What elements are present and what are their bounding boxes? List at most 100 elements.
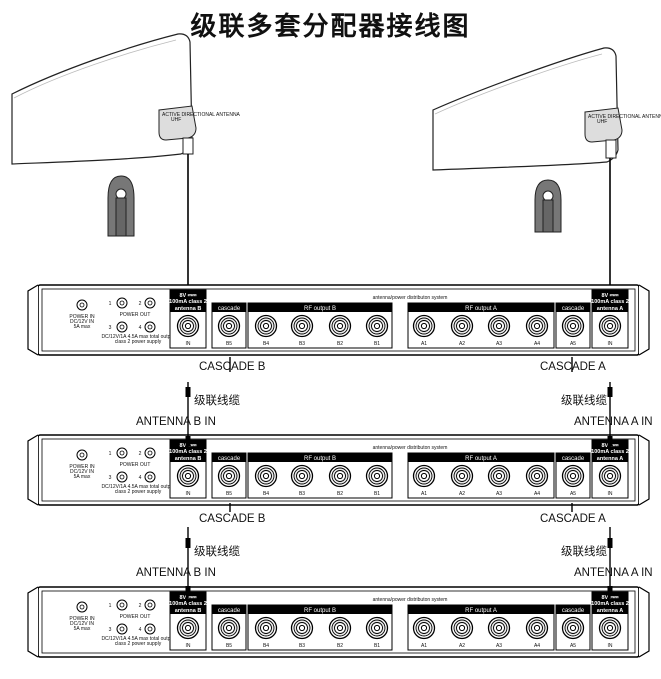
power-in-max: 5A max: [74, 626, 91, 632]
port-b1-label: B1: [374, 491, 380, 497]
port-a2-label: A2: [459, 491, 465, 497]
port-b2[interactable]: B2: [328, 464, 352, 498]
power-note-line2: class 2 power supply: [115, 489, 162, 495]
antenna-a-current: 100mA class 2: [591, 601, 629, 607]
power-in-max: 5A max: [74, 324, 91, 330]
antenna-a-title: antenna A: [597, 306, 623, 312]
power-out-label: POWER OUT: [120, 462, 151, 468]
port-a3[interactable]: A3: [487, 314, 511, 348]
port-a4[interactable]: A4: [525, 616, 549, 650]
antenna-b-current: 100mA class 2: [169, 601, 207, 607]
port-b1-label: B1: [374, 341, 380, 347]
power-port-3: 3: [109, 475, 112, 481]
power-port-4: 4: [139, 325, 142, 331]
port-b4-label: B4: [263, 491, 269, 497]
port-b4[interactable]: B4: [254, 616, 278, 650]
power-port-1: 1: [109, 301, 112, 307]
cascade-a-header: cascade: [562, 306, 585, 312]
cascade-a-label-1: CASCADE A: [540, 361, 606, 373]
cascade-b-cable-2: [185, 503, 231, 598]
cascade-b-header: cascade: [218, 306, 241, 312]
port-b1[interactable]: B1: [365, 464, 389, 498]
antenna-b-title: antenna B: [175, 456, 202, 462]
port-a4[interactable]: A4: [525, 464, 549, 498]
power-port-2: 2: [139, 603, 142, 609]
power-in-max: 5A max: [74, 474, 91, 480]
antenna-b-title: antenna B: [175, 306, 202, 312]
port-b4[interactable]: B4: [254, 464, 278, 498]
antenna-a-panel: ACTIVE DIRECTIONAL ANTENNA UHF: [432, 47, 661, 233]
power-in-label: POWER IN: [69, 314, 95, 320]
port-a2[interactable]: A2: [450, 616, 474, 650]
port-b1[interactable]: B1: [365, 314, 389, 348]
port-a1-label: A1: [421, 491, 427, 497]
port-a3-label: A3: [496, 341, 502, 347]
power-in-label: POWER IN: [69, 464, 95, 470]
cable-label-b-2: 级联线缆: [194, 544, 240, 558]
port-a1[interactable]: A1: [412, 314, 436, 348]
antenna-a-current: 100mA class 2: [591, 299, 629, 305]
rf-output-a-header: RF output A: [465, 306, 497, 312]
power-note-line1: DC/12V/1A 4.5A max total output: [101, 636, 175, 642]
port-a3[interactable]: A3: [487, 464, 511, 498]
power-out-label: POWER OUT: [120, 614, 151, 620]
antenna-a-in-port: IN: [608, 491, 613, 497]
port-b4[interactable]: B4: [254, 314, 278, 348]
cascade-b-header: cascade: [218, 456, 241, 462]
system-title: antenna/power distributon system: [373, 445, 448, 451]
rf-output-b-header: RF output B: [304, 456, 336, 462]
port-a1[interactable]: A1: [412, 464, 436, 498]
port-b3[interactable]: B3: [290, 314, 314, 348]
cascade-a-header: cascade: [562, 608, 585, 614]
port-b3[interactable]: B3: [290, 464, 314, 498]
port-a1[interactable]: A1: [412, 616, 436, 650]
port-a1-label: A1: [421, 643, 427, 649]
port-a2[interactable]: A2: [450, 464, 474, 498]
antenna-b-in-port: IN: [186, 491, 191, 497]
power-port-1: 1: [109, 603, 112, 609]
power-port-3: 3: [109, 325, 112, 331]
cable-label-a-1: 级联线缆: [561, 393, 607, 407]
port-b2-label: B2: [337, 643, 343, 649]
antenna-a-label-line1: ACTIVE DIRECTIONAL ANTENNA: [588, 114, 661, 120]
power-port-4: 4: [139, 627, 142, 633]
antenna-b-title: antenna B: [175, 608, 202, 614]
antenna-a-label-line2: UHF: [597, 119, 607, 125]
antenna-a-title: antenna A: [597, 456, 623, 462]
port-a3-label: A3: [496, 643, 502, 649]
port-a5: A5: [570, 491, 576, 497]
power-port-4: 4: [139, 475, 142, 481]
port-b2[interactable]: B2: [328, 616, 352, 650]
antenna-a-in-port: IN: [608, 643, 613, 649]
port-a2[interactable]: A2: [450, 314, 474, 348]
antenna-a-title: antenna A: [597, 608, 623, 614]
port-a3[interactable]: A3: [487, 616, 511, 650]
cascade-b-label-1: CASCADE B: [199, 361, 266, 373]
port-a4[interactable]: A4: [525, 314, 549, 348]
port-a4-label: A4: [534, 341, 540, 347]
port-b1[interactable]: B1: [365, 616, 389, 650]
cascade-b-cable-1: [185, 357, 231, 448]
port-b2[interactable]: B2: [328, 314, 352, 348]
power-note-line2: class 2 power supply: [115, 641, 162, 647]
antenna-b-panel: ACTIVE DIRECTIONAL ANTENNA UHF: [11, 33, 241, 237]
port-b3[interactable]: B3: [290, 616, 314, 650]
port-a4-label: A4: [534, 643, 540, 649]
